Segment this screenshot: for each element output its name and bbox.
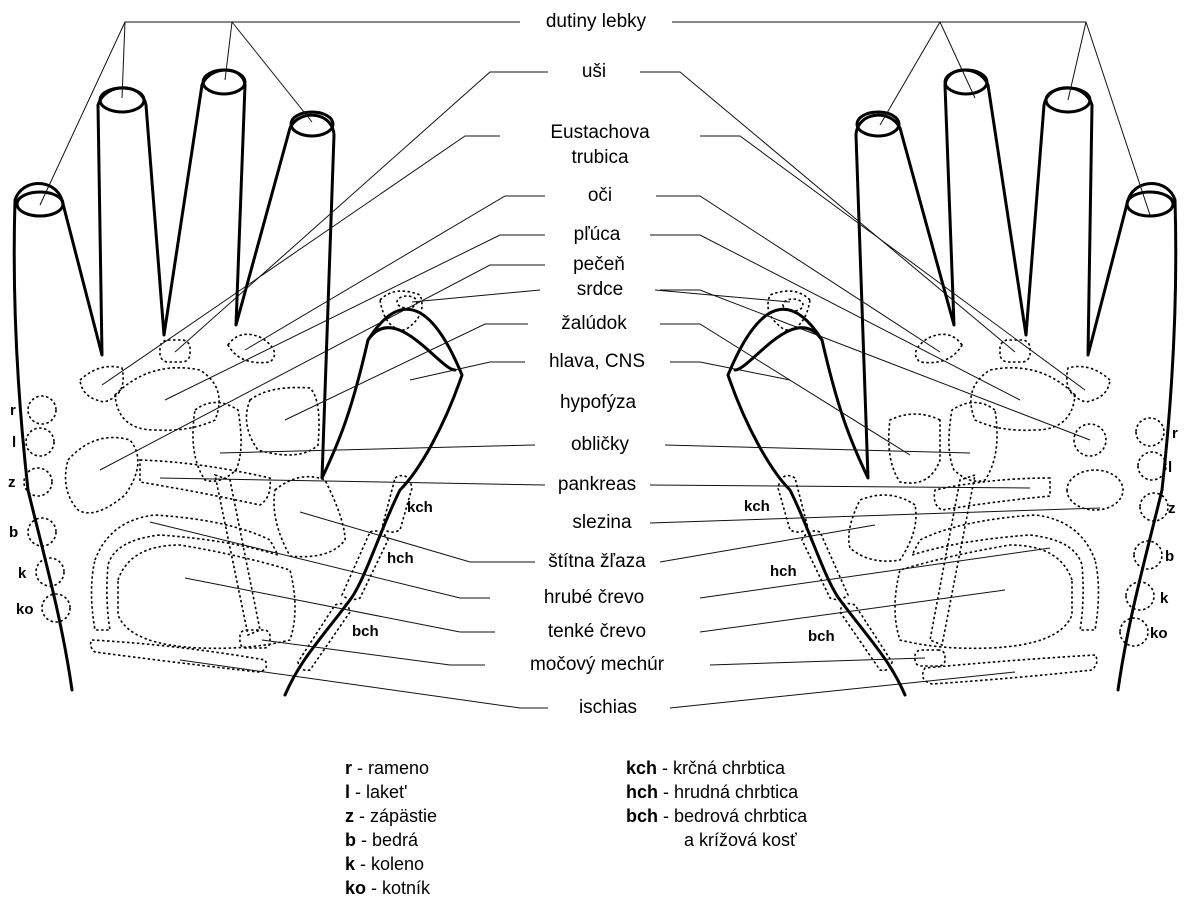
- right-joint-shoulder: [1136, 418, 1164, 446]
- leader-colon-r: [700, 548, 1050, 598]
- left-zone-kidney: [193, 403, 241, 482]
- left-hand-outline: [14, 70, 462, 695]
- label-sinuses: dutiny lebky: [476, 11, 716, 33]
- joint-label-elbow-left: l: [12, 434, 16, 451]
- joint-label-knee-left: k: [18, 565, 26, 582]
- left-zone-small-intestine: [118, 545, 295, 648]
- label-pituitary: hypofýza: [478, 392, 718, 414]
- legend-left: r - rameno l - laket' z - zápästie b - b…: [345, 756, 437, 900]
- left-zone-liver: [66, 438, 138, 513]
- left-zone-eyes: [228, 334, 275, 362]
- right-zone-stomach: [889, 414, 940, 483]
- legend-item-thoracic: hch - hrudná chrbtica: [626, 780, 807, 804]
- legend-item-elbow: l - laket': [345, 780, 437, 804]
- label-head-cns: hlava, CNS: [477, 351, 717, 373]
- label-ears: uši: [474, 61, 714, 83]
- left-joint-elbow: [26, 428, 54, 456]
- leader-smallint-l: [185, 578, 495, 632]
- joint-label-wrist-right: z: [1168, 500, 1176, 517]
- right-zone-colon: [912, 515, 1099, 630]
- left-zone-thoracic: [342, 531, 388, 599]
- left-zone-pancreas: [140, 460, 270, 505]
- left-zone-colon: [92, 515, 279, 630]
- spine-label-thoracic-right: hch: [770, 563, 797, 580]
- right-zone-pancreas: [934, 478, 1050, 510]
- joint-label-knee-right: k: [1160, 590, 1168, 607]
- label-sciatica: ischias: [488, 697, 728, 719]
- leader-sinus-r3: [880, 22, 940, 125]
- right-hand-outline: [728, 70, 1176, 695]
- label-small-intestine: tenké črevo: [477, 621, 717, 643]
- joint-label-shoulder-left: r: [10, 402, 16, 419]
- leader-sinus-r1: [672, 22, 1150, 215]
- right-joint-knee: [1126, 582, 1154, 610]
- right-zone-spleen: [1067, 470, 1123, 510]
- right-zone-small-intestine: [895, 545, 1072, 648]
- label-stomach: žalúdok: [474, 313, 714, 335]
- right-zone-eustachian: [1067, 367, 1110, 403]
- leader-ears-l: [175, 72, 548, 352]
- label-liver: pečeň: [479, 254, 719, 276]
- right-zone-kidney: [949, 403, 997, 482]
- label-spleen: slezina: [482, 512, 722, 534]
- leader-bladder-l: [262, 640, 485, 665]
- label-colon: hrubé črevo: [474, 587, 714, 609]
- spine-label-lumbar-right: bch: [808, 628, 835, 645]
- joint-label-ankle-left: ko: [16, 601, 34, 618]
- spine-label-lumbar-left: bch: [352, 623, 379, 640]
- legend-item-wrist: z - zápästie: [345, 804, 437, 828]
- joint-label-hip-left: b: [9, 524, 18, 541]
- left-joint-shoulder: [28, 396, 56, 424]
- joint-label-hip-right: b: [1165, 548, 1174, 565]
- left-hand: [14, 70, 462, 695]
- legend-item-ankle: ko - kotník: [345, 876, 437, 900]
- label-kidneys: obličky: [480, 434, 720, 456]
- label-bladder: močový mechúr: [477, 654, 717, 676]
- label-eustachian-line2: trubica: [480, 147, 720, 169]
- label-pancreas: pankreas: [477, 474, 717, 496]
- leader-bladder-r: [710, 658, 925, 665]
- right-zone-thoracic: [802, 531, 848, 599]
- joint-label-shoulder-right: r: [1172, 425, 1178, 442]
- label-heart: srdce: [480, 279, 720, 301]
- label-eyes: oči: [480, 185, 720, 207]
- label-thyroid: štítna žľaza: [477, 551, 717, 573]
- legend-item-knee: k - koleno: [345, 852, 437, 876]
- leader-heart-r: [660, 290, 1090, 440]
- left-zone-eustachian: [80, 367, 123, 403]
- joint-label-elbow-right: l: [1168, 459, 1172, 476]
- legend-item-lumbar: bch - bedrová chrbtica: [626, 804, 807, 828]
- right-joint-elbow: [1138, 452, 1166, 480]
- leader-eust-l: [102, 136, 500, 385]
- right-zone-lungs: [971, 368, 1075, 431]
- label-eustachian-line1: Eustachova: [480, 122, 720, 144]
- legend-item-hip: b - bedrá: [345, 828, 437, 852]
- leader-sinus-l1: [40, 22, 520, 205]
- right-joint-ankle: [1120, 618, 1148, 646]
- left-zone-thyroid: [274, 477, 345, 557]
- right-zone-pituitary: [783, 299, 803, 311]
- legend-item-sacrum: a krížová kosť: [626, 828, 807, 852]
- leader-smallint-r: [700, 590, 1005, 632]
- right-zone-sciatic: [923, 655, 1097, 684]
- spine-label-cervical-right: kch: [744, 498, 770, 515]
- joint-label-ankle-right: ko: [1150, 625, 1168, 642]
- label-lungs: pľúca: [477, 224, 717, 246]
- spine-label-cervical-left: kch: [407, 499, 433, 516]
- legend-right: kch - krčná chrbtica hch - hrudná chrbti…: [626, 756, 807, 852]
- left-zone-ureter: [215, 475, 260, 635]
- leader-colon-l: [150, 522, 490, 598]
- right-finger-tip-3: [945, 70, 987, 94]
- left-finger-tip-3: [203, 70, 245, 94]
- right-hand: [728, 70, 1176, 695]
- legend-item-cervical: kch - krčná chrbtica: [626, 756, 807, 780]
- legend-item-shoulder: r - rameno: [345, 756, 437, 780]
- leader-ears-r: [640, 72, 1015, 352]
- left-zone-stomach: [246, 388, 319, 455]
- joint-label-wrist-left: z: [8, 474, 16, 491]
- right-finger-tip-1: [1127, 192, 1173, 216]
- spine-label-thoracic-left: hch: [387, 550, 414, 567]
